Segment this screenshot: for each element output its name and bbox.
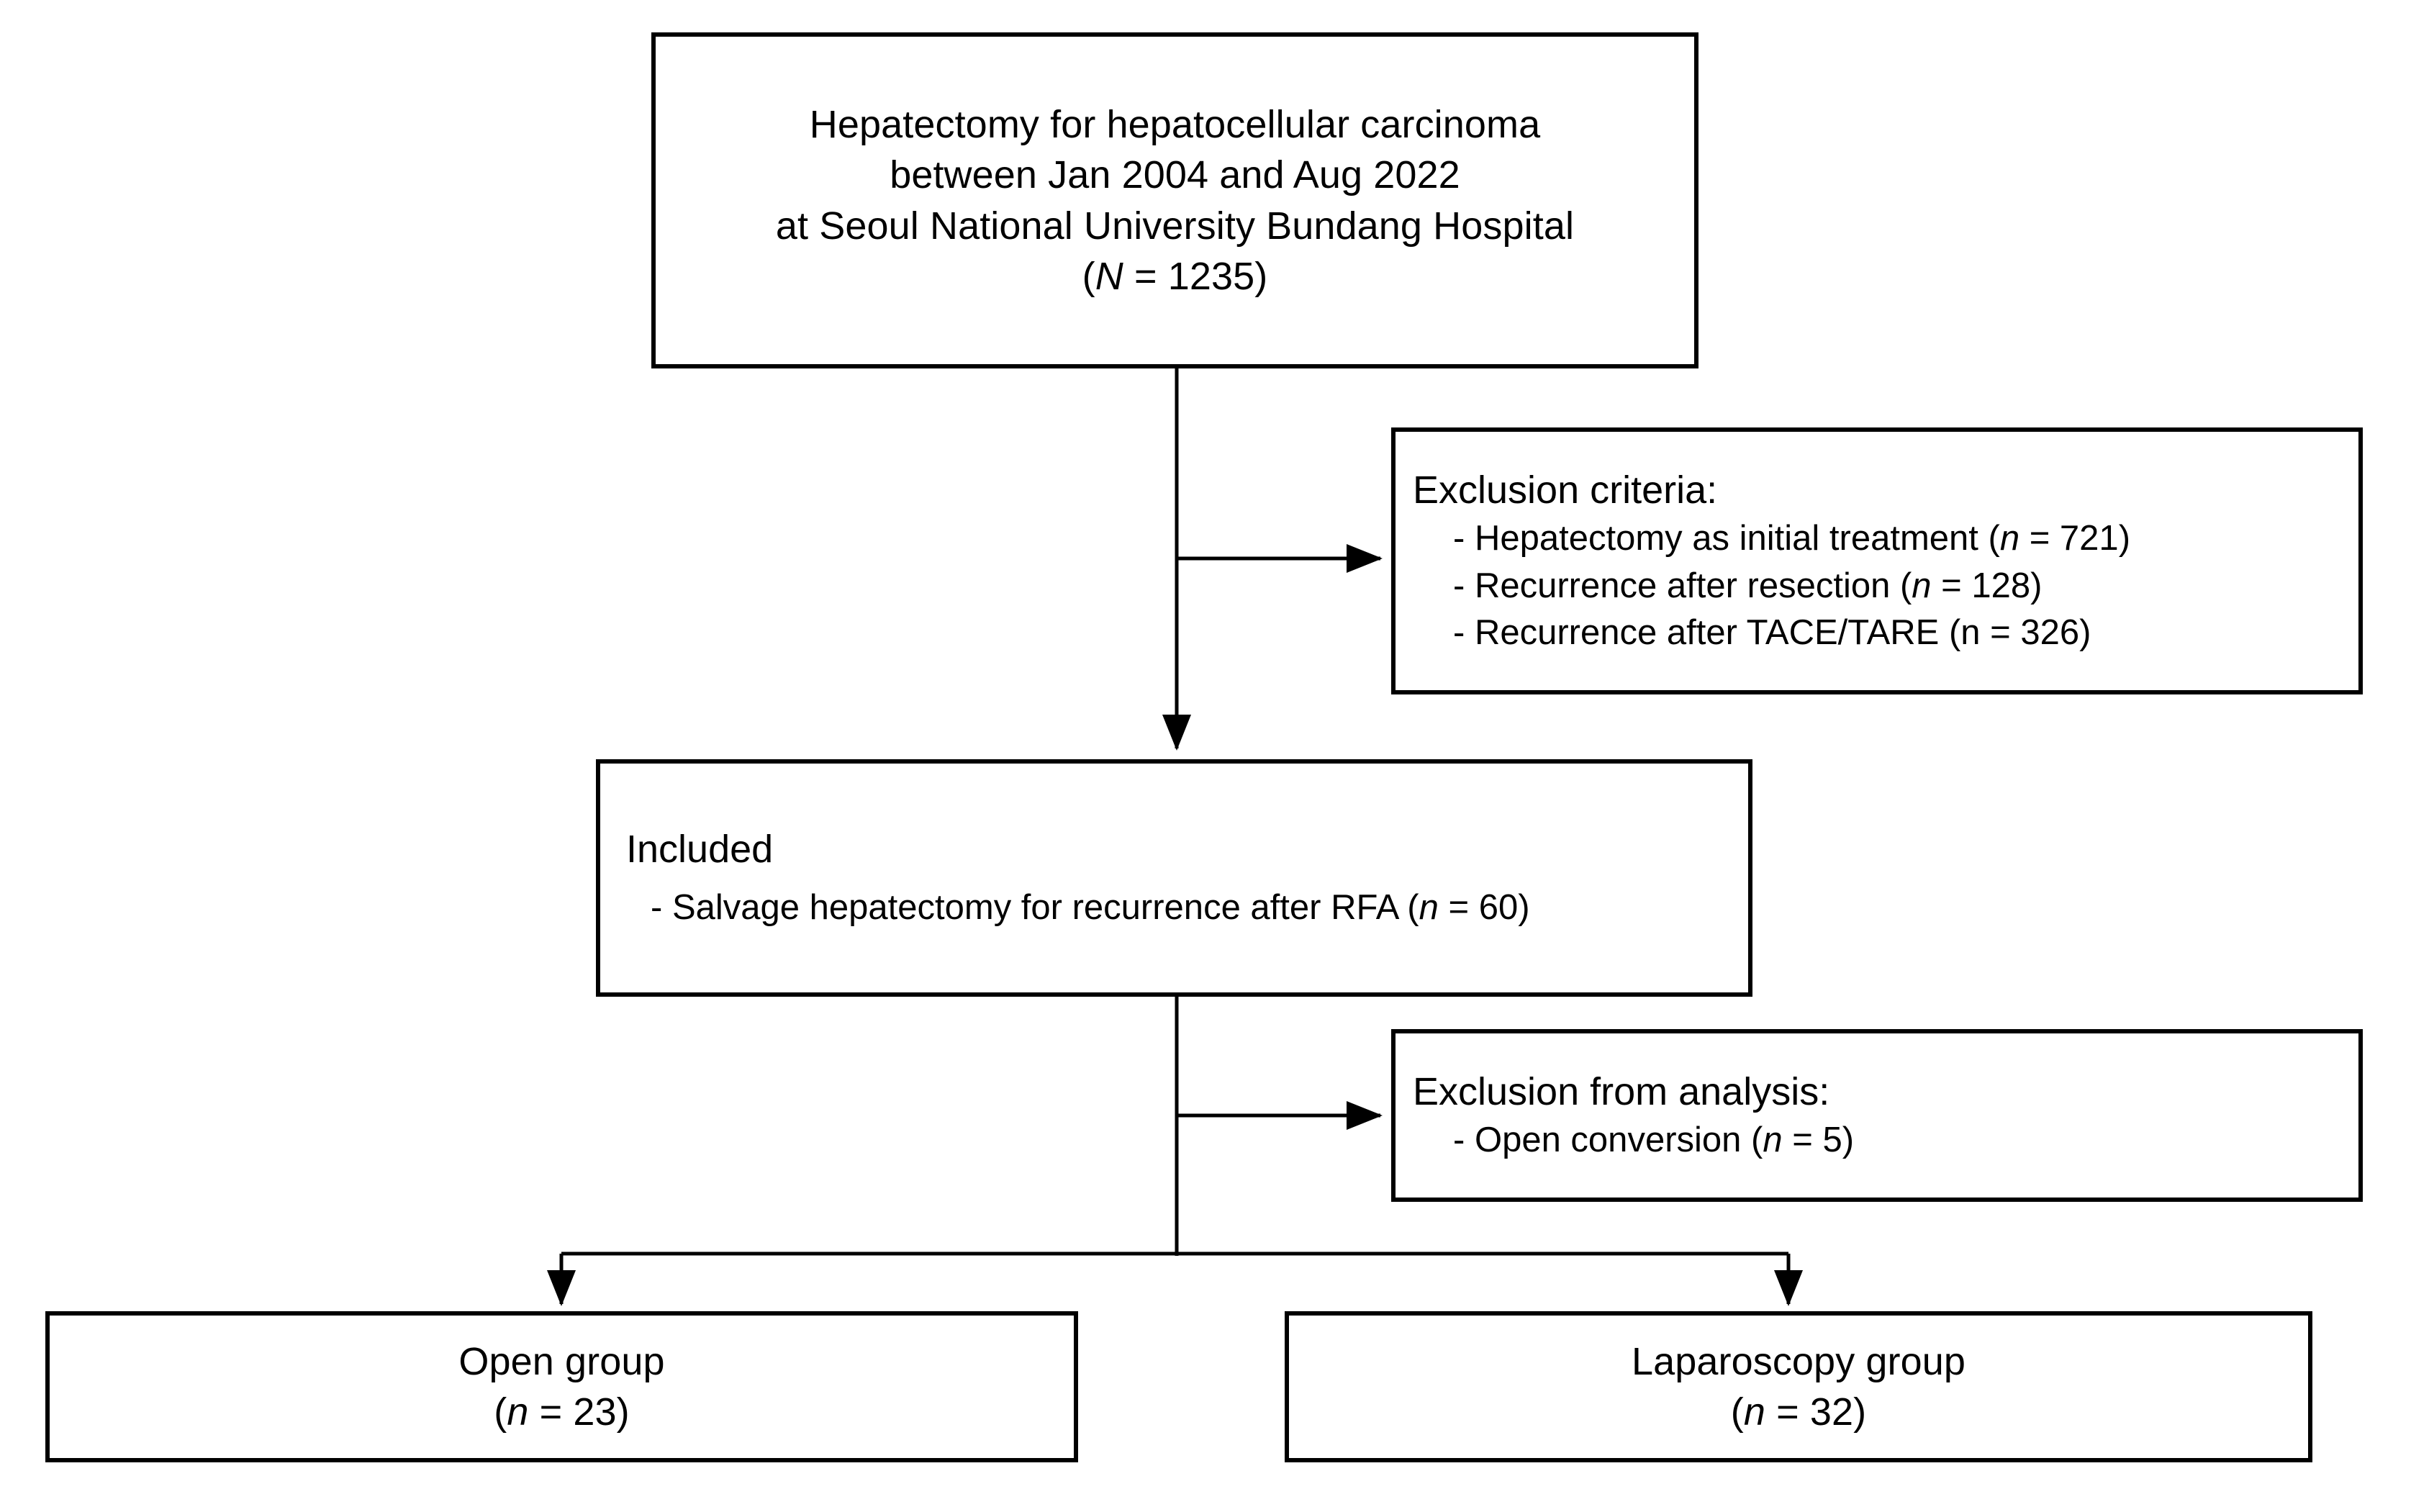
included-item-0: - Salvage hepatectomy for recurrence aft… <box>626 884 1530 932</box>
exclusion-criteria-item-2: - Recurrence after TACE/TARE (n = 326) <box>1413 610 2091 657</box>
item-middle: = <box>1980 613 2021 653</box>
count-suffix: ) <box>1853 1390 1867 1434</box>
item-dash: - <box>1453 519 1465 558</box>
item-suffix: ) <box>1842 1121 1855 1160</box>
source-line-3: at Seoul National University Bundang Hos… <box>775 204 1575 248</box>
item-text: Hepatectomy as initial treatment ( <box>1474 519 2000 558</box>
open-group-count: (n = 23) <box>494 1387 629 1437</box>
item-value: 128 <box>1971 566 2031 605</box>
item-text: Recurrence after resection ( <box>1474 566 1912 605</box>
item-symbol: n <box>1960 613 1981 653</box>
item-dash: - <box>651 888 663 928</box>
exclusion-criteria-item-1: - Recurrence after resection (n = 128) <box>1413 563 2042 610</box>
count-prefix: ( <box>1730 1390 1744 1434</box>
item-text: Recurrence after TACE/TARE ( <box>1474 613 1961 653</box>
source-count-symbol: N <box>1095 254 1123 298</box>
item-suffix: ) <box>2118 519 2131 558</box>
open-group-label: Open group <box>458 1339 665 1383</box>
exclusion-criteria-heading: Exclusion criteria: <box>1413 468 1718 512</box>
count-symbol: n <box>507 1390 529 1434</box>
included-heading: Included <box>626 828 774 872</box>
node-laparoscopy-group: Laparoscopy group (n = 32) <box>1285 1311 2312 1462</box>
item-middle: = <box>1782 1121 1823 1160</box>
node-open-group: Open group (n = 23) <box>45 1311 1078 1462</box>
node-source-population: Hepatectomy for hepatocellular carcinoma… <box>651 32 1698 368</box>
source-count: (N = 1235) <box>1082 251 1268 302</box>
count-middle: = <box>1765 1390 1810 1434</box>
item-middle: = <box>1931 566 1972 605</box>
item-symbol: n <box>1912 566 1932 605</box>
item-value: 60 <box>1478 888 1519 928</box>
exclusion-criteria-item-0: - Hepatectomy as initial treatment (n = … <box>1413 515 2130 563</box>
node-included-cohort: Included - Salvage hepatectomy for recur… <box>596 759 1752 997</box>
item-symbol: n <box>1999 519 2020 558</box>
item-middle: = <box>2019 519 2060 558</box>
item-dash: - <box>1453 613 1465 653</box>
item-dash: - <box>1453 1121 1465 1160</box>
source-count-suffix: ) <box>1254 254 1268 298</box>
item-value: 326 <box>2020 613 2080 653</box>
item-suffix: ) <box>2079 613 2091 653</box>
item-symbol: n <box>1763 1121 1783 1160</box>
item-suffix: ) <box>1518 888 1530 928</box>
source-count-middle: = <box>1123 254 1168 298</box>
count-suffix: ) <box>616 1390 630 1434</box>
item-middle: = <box>1438 888 1479 928</box>
count-value: 32 <box>1809 1390 1854 1434</box>
count-value: 23 <box>573 1390 617 1434</box>
laparoscopy-group-count: (n = 32) <box>1731 1387 1866 1437</box>
item-value: 721 <box>2059 519 2119 558</box>
item-text: Salvage hepatectomy for recurrence after… <box>671 888 1419 928</box>
source-line-2: between Jan 2004 and Aug 2022 <box>890 153 1460 197</box>
count-prefix: ( <box>494 1390 507 1434</box>
source-count-value: 1235 <box>1167 254 1255 298</box>
exclusion-analysis-heading: Exclusion from analysis: <box>1413 1070 1830 1114</box>
exclusion-analysis-item-0: - Open conversion (n = 5) <box>1413 1117 1854 1164</box>
item-symbol: n <box>1419 888 1439 928</box>
source-line-1: Hepatectomy for hepatocellular carcinoma <box>809 103 1541 147</box>
item-suffix: ) <box>2030 566 2043 605</box>
source-count-prefix: ( <box>1082 254 1095 298</box>
count-symbol: n <box>1743 1390 1766 1434</box>
item-text: Open conversion ( <box>1474 1121 1763 1160</box>
node-exclusion-criteria: Exclusion criteria: - Hepatectomy as ini… <box>1391 427 2363 694</box>
node-exclusion-from-analysis: Exclusion from analysis: - Open conversi… <box>1391 1029 2363 1202</box>
laparoscopy-group-label: Laparoscopy group <box>1631 1339 1966 1383</box>
count-middle: = <box>528 1390 574 1434</box>
item-dash: - <box>1453 566 1465 605</box>
item-value: 5 <box>1822 1121 1842 1160</box>
